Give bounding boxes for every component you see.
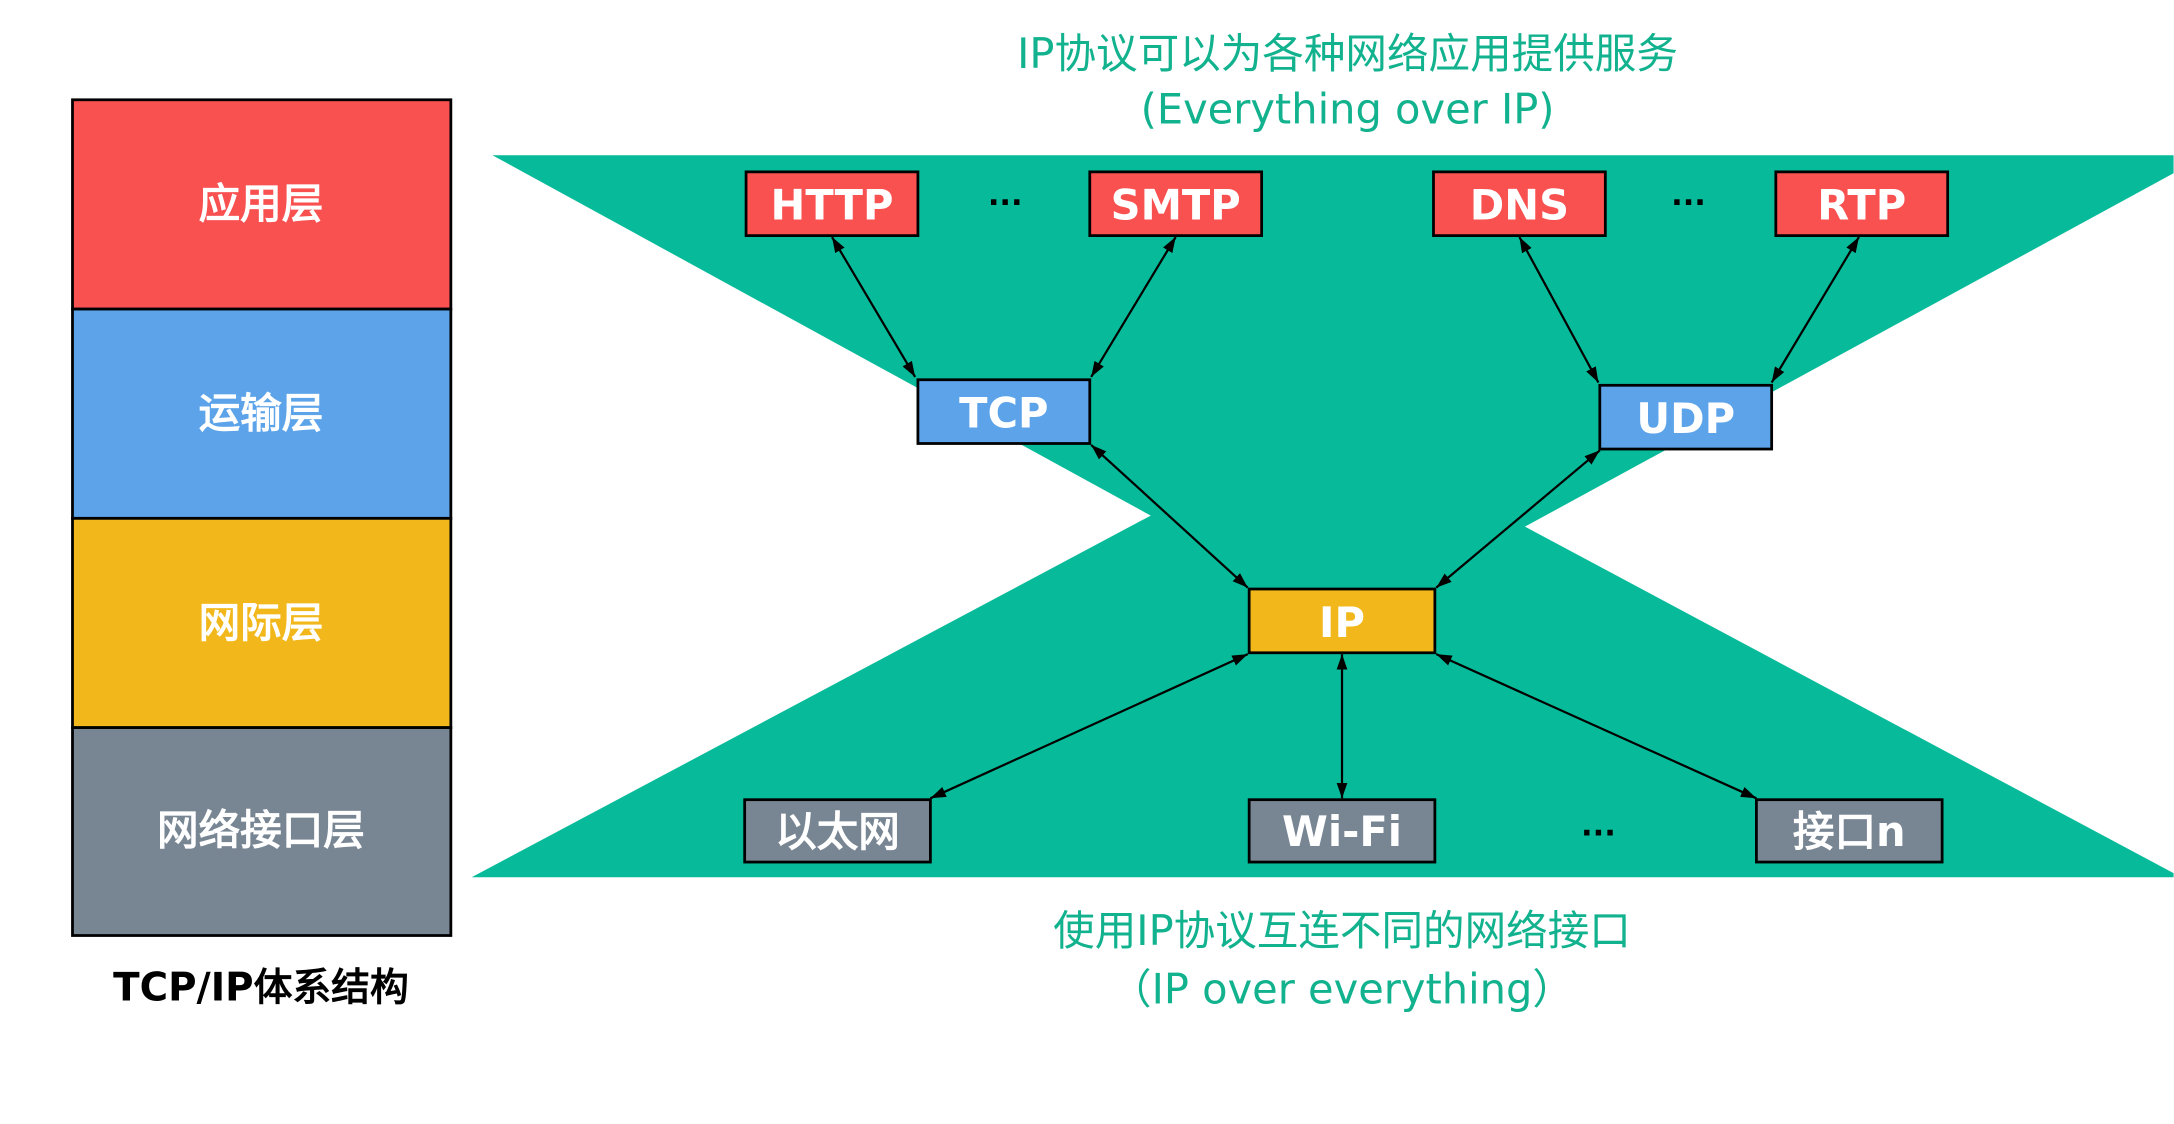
layer-transport [71, 307, 453, 520]
arrow-smtp-tcp [1090, 236, 1177, 378]
layer-application-label: 应用层 [199, 179, 324, 228]
node-dns-label: DNS [1470, 181, 1569, 230]
node-iface-n-label: 接口n [1793, 807, 1906, 856]
node-dns: DNS [1432, 170, 1607, 237]
node-ip: IP [1247, 587, 1437, 655]
layer-transport-label: 运输层 [199, 389, 324, 438]
bottom-text-line1: 使用IP协议互连不同的网络接口 [1053, 906, 1631, 955]
layer-stack: 应用层 运输层 网际层 网络接口层 TCP/IP体系结构 [71, 98, 453, 1011]
arrow-rtp-udp [1770, 236, 1860, 384]
hourglass-shape [471, 155, 2174, 878]
node-ethernet: 以太网 [743, 798, 932, 864]
app-ellipsis-1: ... [988, 178, 1023, 213]
node-ethernet-label: 以太网 [775, 807, 900, 856]
node-tcp: TCP [916, 378, 1092, 445]
arrow-tcp-ip [1090, 444, 1249, 589]
layer-link-label: 网络接口层 [157, 806, 365, 855]
node-rtp: RTP [1774, 170, 1950, 237]
node-wifi: Wi-Fi [1247, 798, 1437, 864]
arrow-dns-udp [1518, 236, 1600, 384]
arrow-ip-ethernet [929, 653, 1249, 800]
link-ellipsis: ... [1581, 809, 1616, 844]
layer-link [71, 726, 453, 937]
arrow-ip-ifacen [1435, 653, 1757, 800]
top-text-line2: (Everything over IP) [1141, 84, 1555, 133]
layer-internet [71, 516, 453, 730]
stack-caption: TCP/IP体系结构 [113, 966, 409, 1011]
node-smtp: SMTP [1088, 170, 1264, 237]
arrow-udp-ip [1435, 449, 1601, 589]
node-wifi-label: Wi-Fi [1282, 807, 1402, 856]
arrow-http-tcp [831, 236, 917, 378]
node-http-label: HTTP [771, 181, 894, 230]
node-ip-label: IP [1319, 598, 1365, 647]
top-text-line1: IP协议可以为各种网络应用提供服务 [1017, 29, 1678, 78]
node-http: HTTP [744, 170, 920, 237]
layer-application [71, 98, 453, 311]
node-rtp-label: RTP [1817, 181, 1906, 230]
layer-internet-label: 网际层 [199, 598, 324, 647]
app-ellipsis-2: ... [1671, 178, 1706, 213]
arrows [831, 236, 1860, 800]
node-smtp-label: SMTP [1111, 181, 1241, 230]
node-tcp-label: TCP [959, 389, 1048, 438]
node-iface-n: 接口n [1755, 798, 1944, 864]
node-udp: UDP [1598, 383, 1774, 451]
bottom-text-line2: （IP over everything） [1110, 964, 1574, 1013]
node-udp-label: UDP [1636, 394, 1735, 443]
